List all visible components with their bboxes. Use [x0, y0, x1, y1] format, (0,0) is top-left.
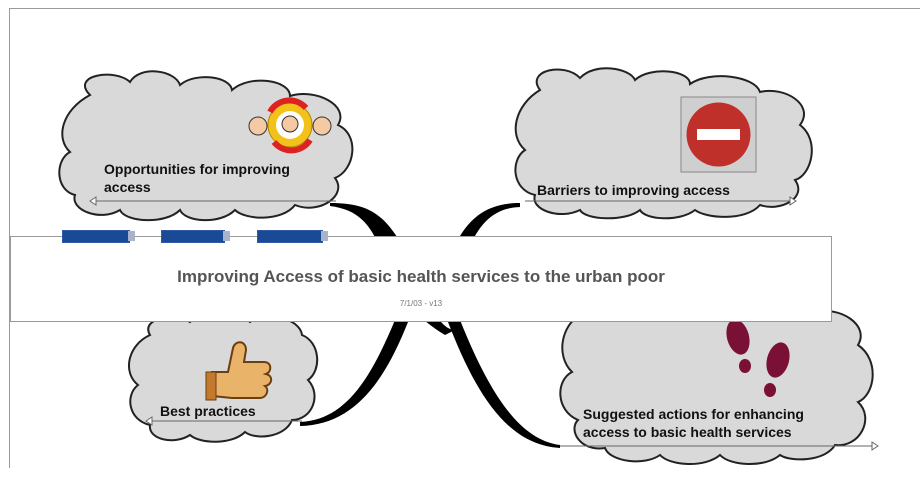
topic-label-line: Opportunities for improving [104, 161, 290, 177]
central-tab-1[interactable] [62, 230, 130, 243]
no-entry-sign-icon [680, 96, 757, 173]
central-topic-title: Improving Access of basic health service… [177, 267, 665, 286]
thumbs-up-icon [205, 341, 273, 401]
topic-label-line: Best practices [160, 403, 256, 419]
central-tab-cap-3 [321, 231, 328, 241]
topic-label-opportunities[interactable]: Opportunities for improving access [104, 160, 354, 196]
central-tab-3[interactable] [257, 230, 323, 243]
collapse-arrow-icon[interactable] [871, 441, 879, 451]
topic-label-suggested-actions[interactable]: Suggested actions for enhancing access t… [583, 405, 873, 441]
central-topic-subtitle: 7/1/03 - v13 [399, 299, 443, 308]
people-cycle-icon [248, 97, 332, 154]
frame-left [9, 8, 10, 468]
central-topic[interactable]: Improving Access of basic health service… [10, 236, 832, 322]
branch-suggested-actions [448, 320, 560, 448]
topic-label-line: access to basic health services [583, 424, 792, 440]
collapse-arrow-icon[interactable] [789, 196, 797, 206]
central-tab-cap-2 [223, 231, 230, 241]
central-tab-cap-1 [128, 231, 135, 241]
topic-label-line: Suggested actions for enhancing [583, 406, 804, 422]
topic-label-line: Barriers to improving access [537, 182, 730, 198]
topic-label-best-practices[interactable]: Best practices [160, 402, 300, 420]
central-tab-2[interactable] [161, 230, 225, 243]
collapse-arrow-icon[interactable] [89, 196, 97, 206]
topic-label-line: access [104, 179, 151, 195]
frame-top [9, 8, 920, 9]
footprints-icon [726, 319, 790, 397]
branch-best-practices [300, 320, 408, 426]
collapse-arrow-icon[interactable] [145, 416, 153, 426]
topic-label-barriers[interactable]: Barriers to improving access [537, 181, 797, 199]
